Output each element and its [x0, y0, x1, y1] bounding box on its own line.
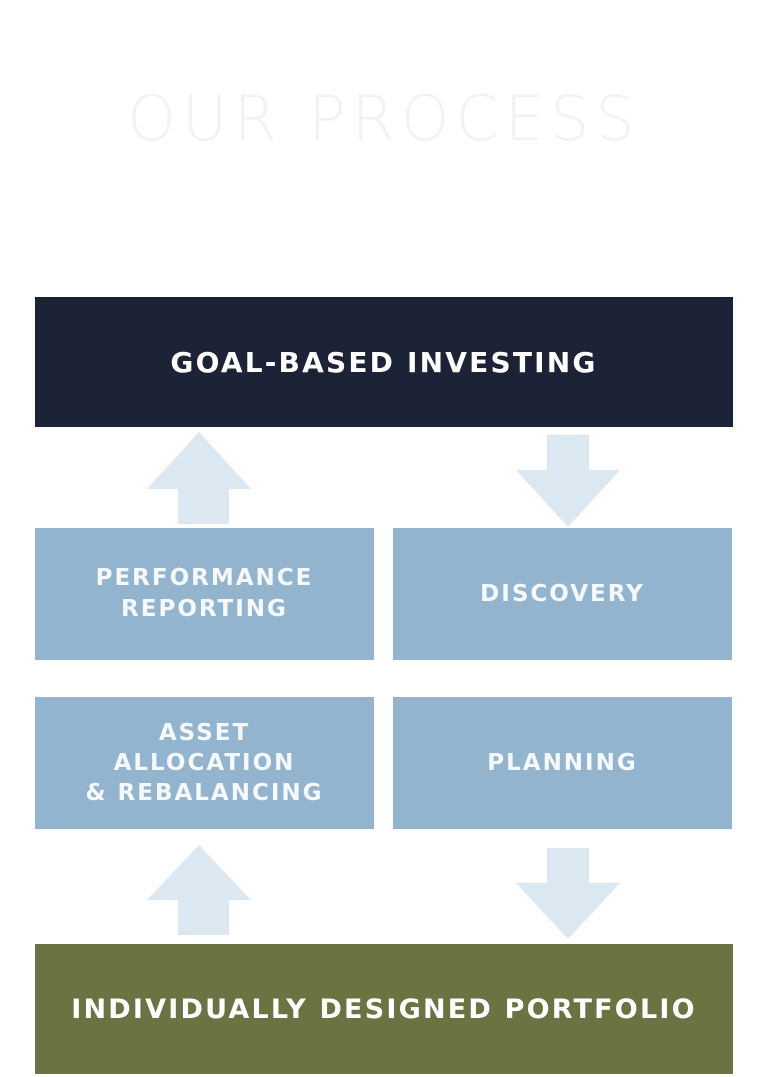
arrow-down-icon: [516, 435, 620, 527]
asset-label-line-1: ASSET: [158, 720, 251, 746]
arrow-up-icon: [147, 432, 251, 524]
arrow-up-icon: [147, 845, 251, 937]
page-title: OUR PROCESS: [127, 82, 641, 155]
asset-allocation-box: ASSET ALLOCATION & REBALANCING: [35, 697, 374, 829]
performance-label-line-2: REPORTING: [121, 596, 288, 622]
planning-box: PLANNING: [393, 697, 732, 829]
asset-label-line-2: ALLOCATION: [113, 750, 296, 776]
performance-label-line-1: PERFORMANCE: [95, 565, 314, 591]
asset-label-line-3: & REBALANCING: [85, 780, 324, 806]
goal-based-investing-box: GOAL-BASED INVESTING: [35, 297, 733, 427]
individually-designed-portfolio-box: INDIVIDUALLY DESIGNED PORTFOLIO: [35, 944, 733, 1074]
arrow-down-icon: [516, 848, 620, 940]
performance-reporting-box: PERFORMANCE REPORTING: [35, 528, 374, 660]
discovery-box: DISCOVERY: [393, 528, 732, 660]
